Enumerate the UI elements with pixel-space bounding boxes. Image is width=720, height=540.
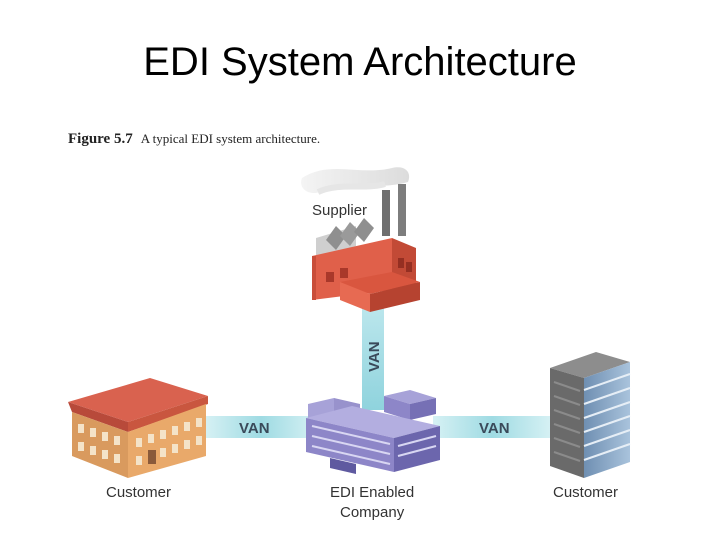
- company-label-line2: Company: [340, 504, 405, 521]
- figure-caption-text: A typical EDI system architecture.: [140, 131, 321, 146]
- company-label-line1: EDI Enabled: [330, 484, 414, 501]
- van-link-vertical: [362, 298, 384, 410]
- van-link-right: [433, 416, 551, 438]
- van-label-left: VAN: [239, 420, 270, 437]
- van-link-left: [205, 416, 317, 438]
- figure-caption: Figure 5.7 A typical EDI system architect…: [68, 131, 320, 148]
- supplier-factory-icon: [301, 167, 420, 312]
- figure-number: Figure 5.7: [68, 131, 133, 147]
- customer-right-label: Customer: [553, 484, 618, 501]
- van-label-right: VAN: [479, 420, 510, 437]
- supplier-label: Supplier: [312, 202, 367, 219]
- slide-title: EDI System Architecture: [143, 40, 577, 84]
- van-label-vertical: VAN: [366, 341, 383, 372]
- customer-tower-right-icon: [550, 352, 631, 478]
- customer-left-label: Customer: [106, 484, 171, 501]
- customer-building-left-icon: [68, 378, 208, 478]
- edi-company-building-icon: [306, 390, 440, 474]
